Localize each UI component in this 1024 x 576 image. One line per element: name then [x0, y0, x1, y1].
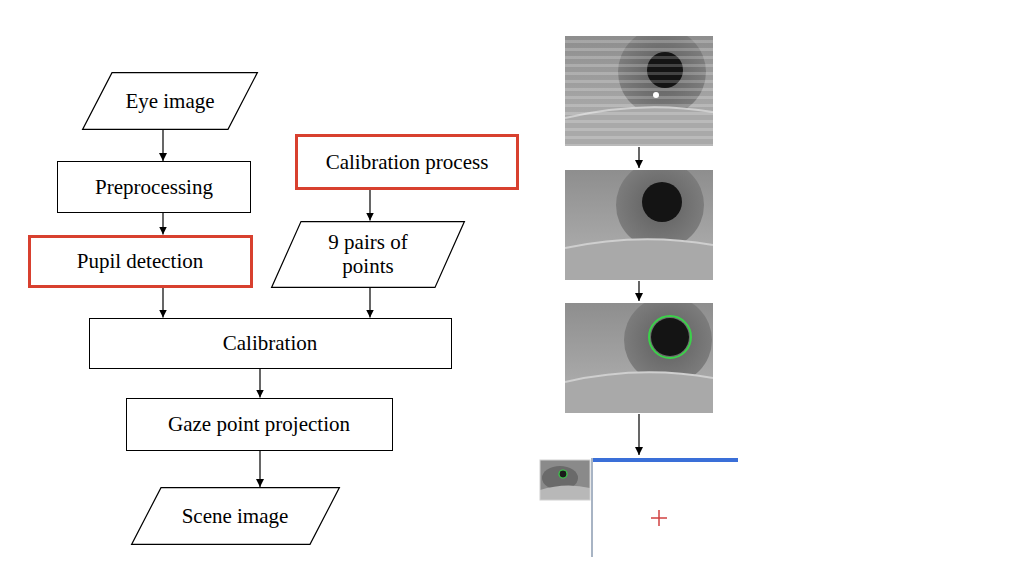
- scene-screen: [540, 458, 738, 557]
- step-arrow: [638, 414, 639, 455]
- step-arrow: [638, 147, 639, 168]
- flow-arrow: [162, 288, 163, 318]
- io-parallelogram: Eye image: [82, 72, 258, 130]
- node-label: Scene image: [182, 504, 289, 528]
- highlighted-process-box: Calibration process: [295, 134, 519, 190]
- raw-eye-image: [565, 36, 713, 146]
- flow-arrow: [162, 130, 163, 161]
- node-label: Preprocessing: [95, 175, 213, 199]
- flow-arrow: [162, 213, 163, 235]
- process-box: Calibration: [89, 318, 452, 369]
- highlighted-process-box: Pupil detection: [28, 235, 253, 288]
- flow-arrow: [259, 451, 260, 488]
- io-parallelogram: 9 pairs of points: [271, 221, 465, 288]
- preprocessed-eye-image: [565, 170, 713, 280]
- step-arrow: [638, 281, 639, 301]
- node-label: Eye image: [125, 89, 214, 113]
- process-box: Preprocessing: [57, 161, 251, 213]
- node-label: Calibration process: [326, 150, 489, 174]
- flow-arrow: [369, 288, 370, 318]
- flow-arrow: [369, 190, 370, 221]
- flow-arrow: [259, 369, 260, 398]
- node-label: Calibration: [223, 331, 317, 355]
- node-label: Gaze point projection: [168, 412, 350, 436]
- process-box: Gaze point projection: [126, 398, 393, 451]
- node-label: Pupil detection: [77, 249, 204, 273]
- pupil-detected-image: [565, 303, 713, 413]
- node-label: 9 pairs of points: [313, 230, 423, 278]
- io-parallelogram: Scene image: [131, 487, 340, 545]
